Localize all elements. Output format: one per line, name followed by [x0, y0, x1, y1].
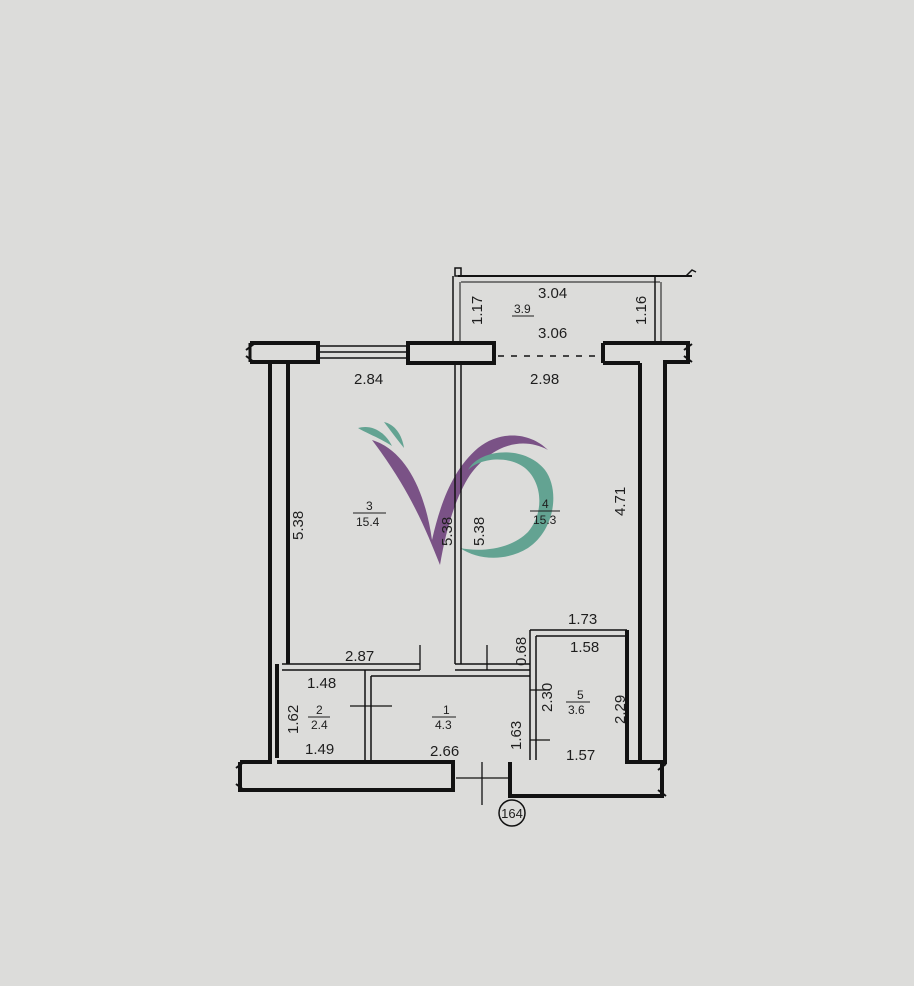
watermark-logo: [358, 422, 554, 565]
dim-room2-bottom: 1.49: [305, 741, 334, 758]
dim-room2-top: 1.48: [307, 675, 336, 692]
room-2-area: 2.4: [311, 718, 328, 732]
top-wall-middle: [406, 341, 496, 365]
dim-room3-left-height: 5.38: [290, 511, 307, 540]
dim-balcony-bottom: 3.06: [538, 325, 567, 342]
dim-room3-bottom-width: 2.87: [345, 648, 374, 665]
window-room3: [318, 345, 408, 359]
dim-room5-top-inner: 1.58: [570, 639, 599, 656]
logo-green-leaf-2: [384, 422, 404, 448]
dim-partition-left: 5.38: [439, 517, 456, 546]
room-4-area: 15.3: [533, 513, 557, 527]
dim-hall-right-height: 1.63: [508, 721, 525, 750]
dim-room2-height: 1.62: [285, 705, 302, 734]
room-labels: 3.9 3 15.4 4 15.3 2 2.4 1 4.3 5 3.6 164: [308, 302, 590, 821]
axis-marker-circle: [498, 799, 526, 827]
dim-room5-left-height: 2.30: [539, 683, 556, 712]
room-4-number: 4: [542, 497, 549, 511]
dimension-labels: 3.04 3.06 1.17 1.16 2.84 2.98 5.38 5.38 …: [285, 285, 650, 764]
dim-room5-corner: 0.68: [513, 637, 530, 666]
dim-balcony-top: 3.04: [538, 285, 567, 302]
bottom-wall-right: [508, 630, 664, 798]
left-wall: [240, 362, 290, 764]
logo-green-leaf: [358, 426, 392, 446]
room-5-number: 5: [577, 688, 584, 702]
dim-room5-bottom: 1.57: [566, 747, 595, 764]
interior-partitions: [282, 363, 627, 827]
dim-room5-right-height: 2.29: [612, 695, 629, 724]
plan-number: 164: [501, 806, 523, 821]
dim-room4-right-height: 4.71: [612, 487, 629, 516]
room-1-area: 4.3: [435, 718, 452, 732]
room-balcony-area: 3.9: [514, 302, 531, 316]
dim-room5-top-outer: 1.73: [568, 611, 597, 628]
dim-room4-width: 2.98: [530, 371, 559, 388]
room-3-number: 3: [366, 499, 373, 513]
dim-balcony-right: 1.16: [633, 296, 650, 325]
room-2-number: 2: [316, 703, 323, 717]
room-3-area: 15.4: [356, 515, 380, 529]
logo-green-arc: [460, 452, 554, 558]
dim-room3-width: 2.84: [354, 371, 383, 388]
dim-balcony-left: 1.17: [469, 296, 486, 325]
dim-hall-bottom: 2.66: [430, 743, 459, 760]
bottom-wall-left: [238, 760, 455, 792]
dim-partition-right: 5.38: [471, 517, 488, 546]
top-wall-left: [250, 341, 320, 364]
balcony: [452, 267, 697, 357]
outer-walls: [235, 341, 693, 798]
room-1-number: 1: [443, 703, 450, 717]
room-5-area: 3.6: [568, 703, 585, 717]
